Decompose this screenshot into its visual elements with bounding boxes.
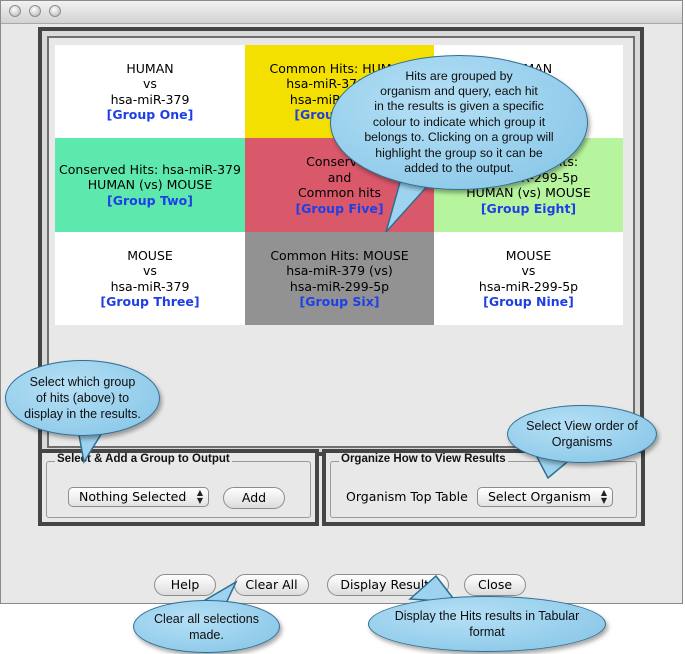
callout-line: Display the Hits results in Tabular [394,609,580,623]
cell-text-line: MOUSE [505,247,552,263]
cell-text-line: HUMAN [126,60,174,76]
group-link[interactable]: [Group One] [106,107,194,122]
updown-arrows-icon: ▲▼ [196,488,203,505]
cell-text-line: Conserved Hits: hsa-miR-379 [59,161,241,177]
group-link[interactable]: [Group Three] [100,294,200,309]
organize-title: Organize How to View Results [339,453,508,465]
cell-text-line: HUMAN (vs) MOUSE [466,185,591,200]
callout-line: format [469,625,505,639]
group-link[interactable]: [Group Eight] [480,200,577,216]
callout-line: added to the output. [404,161,514,176]
groups-callout: Hits are grouped by organism and query, … [330,55,588,190]
callout-line: in the results is given a specific [374,99,544,114]
callout-line: Organisms [551,435,613,449]
add-group-box: Select & Add a Group to Output [46,453,311,518]
callout-line: colour to indicate which group it [372,114,546,129]
organize-box: Organize How to View Results [330,453,637,518]
cell-text-line: hsa-miR-379 [110,91,190,107]
cell-text-line: vs [143,263,157,278]
add-button[interactable]: Add [223,487,285,509]
close-window-icon[interactable] [9,5,21,17]
groups-callout-text: Hits are grouped by organism and query, … [364,69,553,177]
clear-all-button[interactable]: Clear All [234,574,309,596]
group-link[interactable]: [Group Two] [107,192,193,208]
select-group-callout-text: Select which group of hits (above) to di… [24,374,141,422]
callout-line: Clear all selections [154,611,259,626]
cell-text-line: vs [143,76,157,91]
clear-callout-text: Clear all selections made. [154,611,259,643]
callout-line: organism and query, each hit [380,83,538,98]
organism-select-value: Select Organism [488,489,591,504]
group-link[interactable]: [Group Six] [299,294,380,309]
callout-line: Select View order of [526,419,638,433]
cell-text-line: hsa-miR-379 [110,278,190,294]
select-group-callout: Select which group of hits (above) to di… [5,360,160,436]
cell-text-line: HUMAN (vs) MOUSE [87,177,213,193]
cell-text-line: vs [521,263,536,278]
organism-select[interactable]: Select Organism ▲▼ [477,487,613,507]
updown-arrows-icon: ▲▼ [600,488,607,505]
callout-line: Hits are grouped by [405,68,513,83]
callout-line: of hits (above) to [35,391,130,405]
cell-text-line: and [327,169,352,185]
display-callout-text: Display the Hits results in Tabular form… [395,608,580,640]
cell-text-line: hsa-miR-299-5p [289,278,390,294]
cell-text-line: Common hits [297,185,382,200]
help-button[interactable]: Help [154,574,216,596]
organism-top-table-label: Organism Top Table [346,489,468,504]
group-link[interactable]: [Group Five] [295,200,384,216]
callout-line: belongs to. Clicking on a group will [364,130,554,145]
zoom-window-icon[interactable] [49,5,61,17]
group-select-value: Nothing Selected [79,489,187,504]
group-link[interactable]: [Group Nine] [483,294,574,309]
callout-line: highlight the group so it can be [375,145,543,160]
view-order-callout-text: Select View order of Organisms [526,418,638,450]
callout-line: made. [189,627,224,642]
cell-text-line: hsa-miR-379 (vs) [286,263,393,278]
cell-text-line: hsa-miR-299-5p [478,278,579,294]
callout-line: Select which group [29,375,136,389]
display-callout: Display the Hits results in Tabular form… [368,596,606,652]
minimize-window-icon[interactable] [29,5,41,17]
add-group-title: Select & Add a Group to Output [55,453,232,465]
group-select[interactable]: Nothing Selected ▲▼ [68,487,209,507]
title-bar [1,1,682,24]
view-order-callout: Select View order of Organisms [507,405,657,463]
callout-line: display in the results. [24,407,141,421]
cell-text-line: MOUSE [127,247,173,263]
cell-text-line: Common Hits: MOUSE [270,247,409,263]
clear-callout: Clear all selections made. [133,600,280,653]
